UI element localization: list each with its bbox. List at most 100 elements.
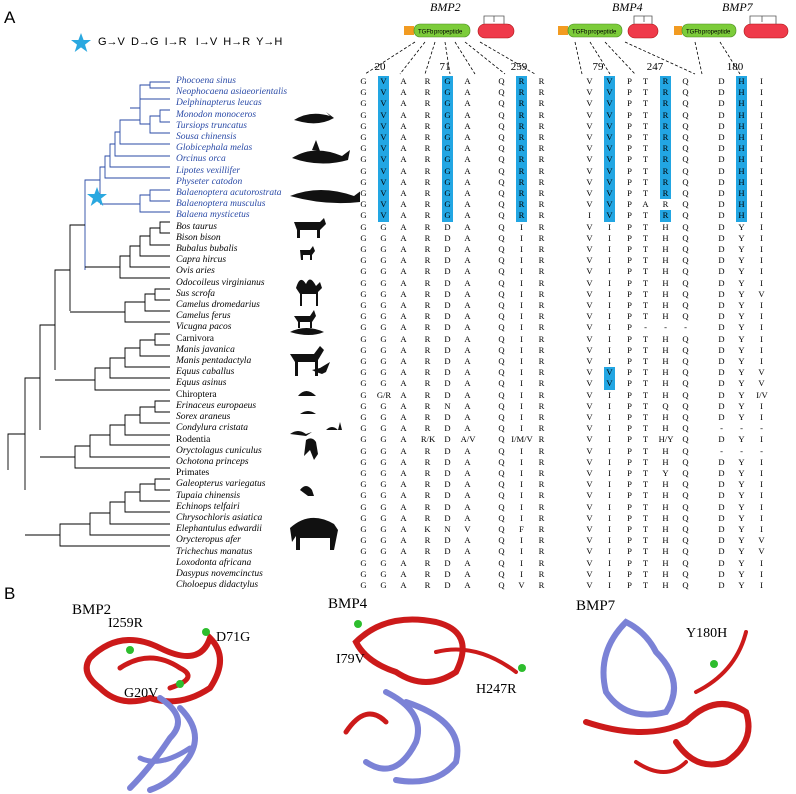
- alignment-cell: I: [520, 557, 523, 568]
- alignment-cell: G: [442, 109, 453, 121]
- alignment-cell: Q: [498, 165, 505, 176]
- alignment-cell: A: [400, 557, 407, 568]
- alignment-cell: R: [424, 143, 431, 154]
- alignment-cell: A: [400, 176, 407, 187]
- alignment-cell: Q: [682, 87, 689, 98]
- alignment-cell: P: [627, 199, 632, 210]
- alignment-cell: I: [760, 356, 763, 366]
- alignment-cell: G: [360, 165, 367, 176]
- alignment-cell: I: [608, 344, 611, 355]
- alignment-cell: A: [464, 423, 471, 434]
- alignment-cell: I: [608, 389, 611, 400]
- alignment-cell: R: [538, 255, 545, 266]
- alignment-cell: V: [586, 557, 593, 568]
- alignment-cell: D: [444, 300, 451, 310]
- alignment-cell: V: [586, 512, 593, 523]
- alignment-cell: D: [444, 445, 451, 456]
- alignment-cell: R: [424, 344, 431, 355]
- alignment-cell: R: [424, 535, 431, 546]
- alignment-cell: I: [520, 288, 523, 299]
- alignment-cell: Q: [498, 400, 505, 411]
- alignment-cell: P: [627, 535, 632, 546]
- alignment-cell: V: [586, 76, 593, 86]
- alignment-cell: D: [444, 423, 451, 434]
- alignment-cell: Y: [738, 311, 745, 322]
- alignment-cell: H: [662, 244, 669, 254]
- alignment-cell: H: [662, 557, 669, 568]
- alignment-cell: I: [608, 501, 611, 512]
- alignment-cell: D: [718, 288, 725, 299]
- alignment-cell: P: [627, 188, 632, 198]
- alignment-cell: R: [538, 109, 545, 120]
- alignment-cell: V: [586, 580, 593, 590]
- fox-icon: [294, 310, 316, 328]
- alignment-cell: D: [444, 557, 451, 568]
- alignment-cell: D: [718, 434, 725, 445]
- alignment-cell: V: [586, 120, 593, 131]
- alignment-guide-lines: [364, 41, 741, 75]
- alignment-cell: G: [360, 546, 367, 557]
- alignment-cell: V: [604, 109, 615, 121]
- alignment-cell: R: [516, 98, 527, 110]
- mutation-label-g20v: G20V: [124, 686, 159, 701]
- bmp2-propeptide-text: propeptide: [434, 30, 463, 36]
- alignment-cell: A: [400, 389, 407, 400]
- alignment-cell: R: [538, 199, 545, 210]
- alignment-cell: D: [718, 176, 725, 187]
- alignment-cell: R: [538, 132, 545, 142]
- alignment-cell: I: [520, 378, 523, 389]
- alignment-cell: Q: [682, 221, 689, 232]
- alignment-cell: T: [642, 501, 649, 512]
- alignment-cell: P: [627, 210, 632, 221]
- alignment-cell: Y: [738, 490, 745, 501]
- alignment-cell: D: [718, 524, 725, 534]
- bmp7-domain-diagram: TGFb propeptide: [674, 15, 789, 39]
- alignment-cell: V: [586, 143, 593, 154]
- position-180: 180: [726, 61, 744, 73]
- alignment-cell: A: [400, 266, 407, 277]
- alignment-cell: V: [586, 232, 593, 243]
- alignment-cell: V: [464, 524, 471, 534]
- alignment-cell: A: [464, 288, 471, 299]
- alignment-cell: Q: [682, 311, 689, 322]
- alignment-cell: R: [660, 109, 671, 121]
- alignment-cell: R: [538, 300, 545, 310]
- alignment-cell: V: [758, 288, 765, 299]
- alignment-cell: V: [586, 568, 593, 579]
- alignment-cell: R: [516, 176, 527, 188]
- alignment-cell: I: [608, 456, 611, 467]
- alignment-cell: D: [444, 512, 451, 523]
- alignment-cell: G: [380, 300, 387, 310]
- alignment-cell: A: [400, 288, 407, 299]
- alignment-cell: Q: [498, 255, 505, 266]
- alignment-cell: A: [464, 98, 471, 109]
- alignment-cell: A: [464, 400, 471, 411]
- alignment-cell: G: [380, 344, 387, 355]
- alignment-cell: Q: [498, 479, 505, 490]
- alignment-cell: I: [608, 244, 611, 254]
- alignment-cell: R: [424, 311, 431, 322]
- taxon-label: Balaenoptera acutorostrata: [176, 188, 282, 199]
- taxon-label: Globicephala melas: [176, 143, 253, 154]
- alignment-cell: R: [516, 210, 527, 222]
- cetacean-ancestor-star-icon: [87, 187, 107, 206]
- alignment-cell: T: [642, 512, 649, 523]
- site-g20v-marker: [176, 680, 184, 688]
- alignment-cell: D: [444, 546, 451, 557]
- alignment-cell: D: [444, 389, 451, 400]
- alignment-cell: Y: [738, 434, 745, 445]
- dolphin-icon: [294, 112, 334, 124]
- alignment-cell: A: [464, 76, 471, 86]
- alignment-cell: V: [586, 165, 593, 176]
- taxon-label: Balaenoptera musculus: [176, 199, 266, 210]
- alignment-cell: Q: [682, 255, 689, 266]
- taxon-label: Odocoileus virginianus: [176, 277, 265, 288]
- alignment-cell: P: [627, 568, 632, 579]
- alignment-cell: G: [380, 277, 387, 288]
- alignment-cell: Y: [738, 546, 745, 557]
- gene-title-bmp4: BMP4: [612, 0, 643, 14]
- alignment-cell: D: [444, 277, 451, 288]
- alignment-cell: R: [424, 221, 431, 232]
- alignment-cell: A: [400, 132, 407, 142]
- alignment-cell: D: [718, 378, 725, 389]
